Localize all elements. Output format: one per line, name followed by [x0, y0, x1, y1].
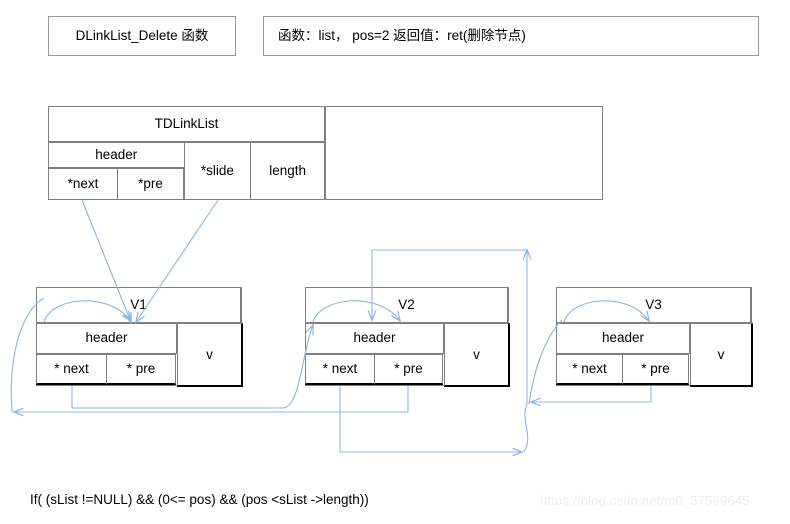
node-v2: V2 header * next * pre v — [305, 287, 510, 387]
tdlinklist-header-row: header *slide length — [48, 142, 325, 200]
node-v1: V1 header * next * pre v — [36, 287, 243, 387]
node-v2-value-cell: v — [444, 323, 510, 387]
condition-expression-text: If( (sList !=NULL) && (0<= pos) && (pos … — [30, 492, 369, 507]
node-v2-title-cell: V2 — [305, 287, 508, 323]
arrow-v2-next-down-right — [339, 386, 522, 452]
node-v3-title-row: V3 — [556, 287, 751, 324]
arrow-v3-pre-to-trunk — [531, 386, 652, 402]
node-v3-pointer-row: * next * pre — [556, 354, 751, 386]
tdlinklist-next-cell: *next — [48, 168, 118, 200]
tdlinklist-header-group-cell: header — [48, 142, 185, 168]
node-v1-title-row: V1 — [36, 287, 241, 324]
tdlinklist-title-cell: TDLinkList — [48, 106, 325, 142]
node-v3-value-cell: v — [690, 323, 753, 387]
node-v1-next-cell: * next — [36, 354, 107, 385]
node-v3-header-row: header — [556, 323, 751, 355]
tdlinklist-extension-cell — [325, 106, 603, 200]
node-v2-pointer-row: * next * pre — [305, 354, 508, 386]
arrow-v2-pre-to-v1 — [14, 386, 409, 412]
tdlinklist-pointer-row: *next *pre — [48, 168, 325, 201]
node-v1-title-cell: V1 — [36, 287, 241, 323]
function-signature-label: 函数：list， pos=2 返回值：ret(删除节点) — [278, 27, 526, 43]
node-v3-pre-cell: * pre — [622, 354, 689, 385]
node-v3: V3 header * next * pre v — [556, 287, 753, 387]
arrow-bottom-junction-curve — [523, 403, 529, 453]
node-v1-header-group-cell: header — [36, 323, 177, 354]
function-name-box: DLinkList_Delete 函数 — [48, 16, 236, 56]
tdlinklist-slide-cell: *slide — [183, 142, 252, 200]
node-v3-title-cell: V3 — [556, 287, 751, 323]
tdlinklist-pre-cell: *pre — [117, 168, 184, 200]
tdlinklist-title-row: TDLinkList — [48, 106, 325, 143]
node-v1-pre-cell: * pre — [106, 354, 176, 385]
node-v2-header-group-cell: header — [305, 323, 444, 354]
tdlinklist-length-cell: length — [250, 142, 325, 200]
node-v3-next-cell: * next — [556, 354, 623, 385]
function-signature-box: 函数：list， pos=2 返回值：ret(删除节点) — [263, 16, 759, 56]
node-v2-next-cell: * next — [305, 354, 375, 385]
node-v3-header-group-cell: header — [556, 323, 690, 354]
watermark-text: https://blog.csdn.net/m0_37599645 — [540, 493, 750, 508]
function-name-label: DLinkList_Delete 函数 — [75, 27, 209, 43]
node-v2-title-row: V2 — [305, 287, 508, 324]
node-v2-header-row: header — [305, 323, 508, 355]
tdlinklist-struct: TDLinkList header *slide length *next *p… — [48, 106, 326, 200]
node-v1-value-cell: v — [177, 323, 243, 387]
node-v2-pre-cell: * pre — [374, 354, 443, 385]
